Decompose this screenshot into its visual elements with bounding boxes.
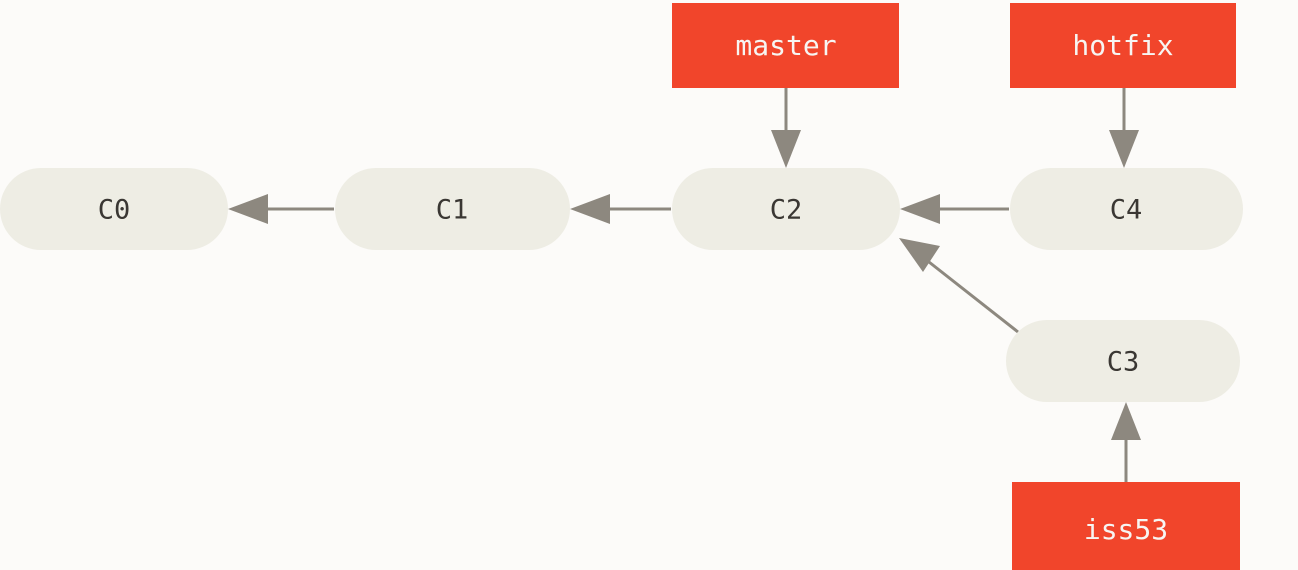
edge-c4-to-c2-arrowhead bbox=[900, 194, 940, 224]
edge-c3-to-c2 bbox=[899, 238, 1019, 334]
commit-node-c3-shape[interactable] bbox=[1006, 320, 1240, 402]
commit-node-c0-shape[interactable] bbox=[0, 168, 228, 250]
edge-c3-to-c2-arrowhead bbox=[899, 238, 940, 272]
edge-master-to-c2 bbox=[771, 88, 801, 168]
commit-node-c2-shape[interactable] bbox=[672, 168, 900, 250]
branch-label-master-text: master bbox=[735, 29, 836, 62]
branch-label-iss53[interactable]: iss53 bbox=[1012, 482, 1240, 570]
commit-node-c1[interactable]: C1 bbox=[335, 168, 570, 250]
commit-node-c4-shape[interactable] bbox=[1010, 168, 1243, 250]
commit-node-c3[interactable]: C3 bbox=[1006, 320, 1240, 402]
commit-node-c1-label: C1 bbox=[436, 195, 469, 226]
commit-node-c4[interactable]: C4 bbox=[1010, 168, 1243, 250]
commit-node-c2-label: C2 bbox=[770, 195, 803, 226]
edge-hotfix-to-c4-arrowhead bbox=[1109, 130, 1139, 168]
commit-node-c3-label: C3 bbox=[1107, 347, 1140, 378]
commit-layer: C0 C1 C2 C4 C3 bbox=[0, 168, 1243, 402]
edge-c2-to-c1-arrowhead bbox=[570, 194, 610, 224]
edge-hotfix-to-c4 bbox=[1109, 88, 1139, 168]
branch-label-hotfix[interactable]: hotfix bbox=[1010, 3, 1236, 88]
edge-c3-to-c2-line bbox=[928, 260, 1019, 334]
commit-node-c0-label: C0 bbox=[98, 195, 131, 226]
branch-label-hotfix-shape[interactable] bbox=[1010, 3, 1236, 88]
commit-node-c0[interactable]: C0 bbox=[0, 168, 228, 250]
edge-layer bbox=[228, 88, 1141, 482]
branch-label-master-shape[interactable] bbox=[672, 3, 899, 88]
edge-c1-to-c0-arrowhead bbox=[228, 194, 268, 224]
edge-c1-to-c0 bbox=[228, 194, 334, 224]
commit-node-c4-label: C4 bbox=[1110, 195, 1143, 226]
edge-c2-to-c1 bbox=[570, 194, 671, 224]
edge-c4-to-c2 bbox=[900, 194, 1009, 224]
branch-label-hotfix-text: hotfix bbox=[1072, 29, 1173, 62]
commit-node-c2[interactable]: C2 bbox=[672, 168, 900, 250]
edge-master-to-c2-arrowhead bbox=[771, 130, 801, 168]
edge-iss53-to-c3-arrowhead bbox=[1111, 402, 1141, 440]
branch-label-iss53-shape[interactable] bbox=[1012, 482, 1240, 570]
branch-label-layer: master hotfix iss53 bbox=[672, 3, 1240, 570]
edge-iss53-to-c3 bbox=[1111, 402, 1141, 482]
branch-label-master[interactable]: master bbox=[672, 3, 899, 88]
branch-label-iss53-text: iss53 bbox=[1084, 513, 1168, 546]
commit-node-c1-shape[interactable] bbox=[335, 168, 570, 250]
